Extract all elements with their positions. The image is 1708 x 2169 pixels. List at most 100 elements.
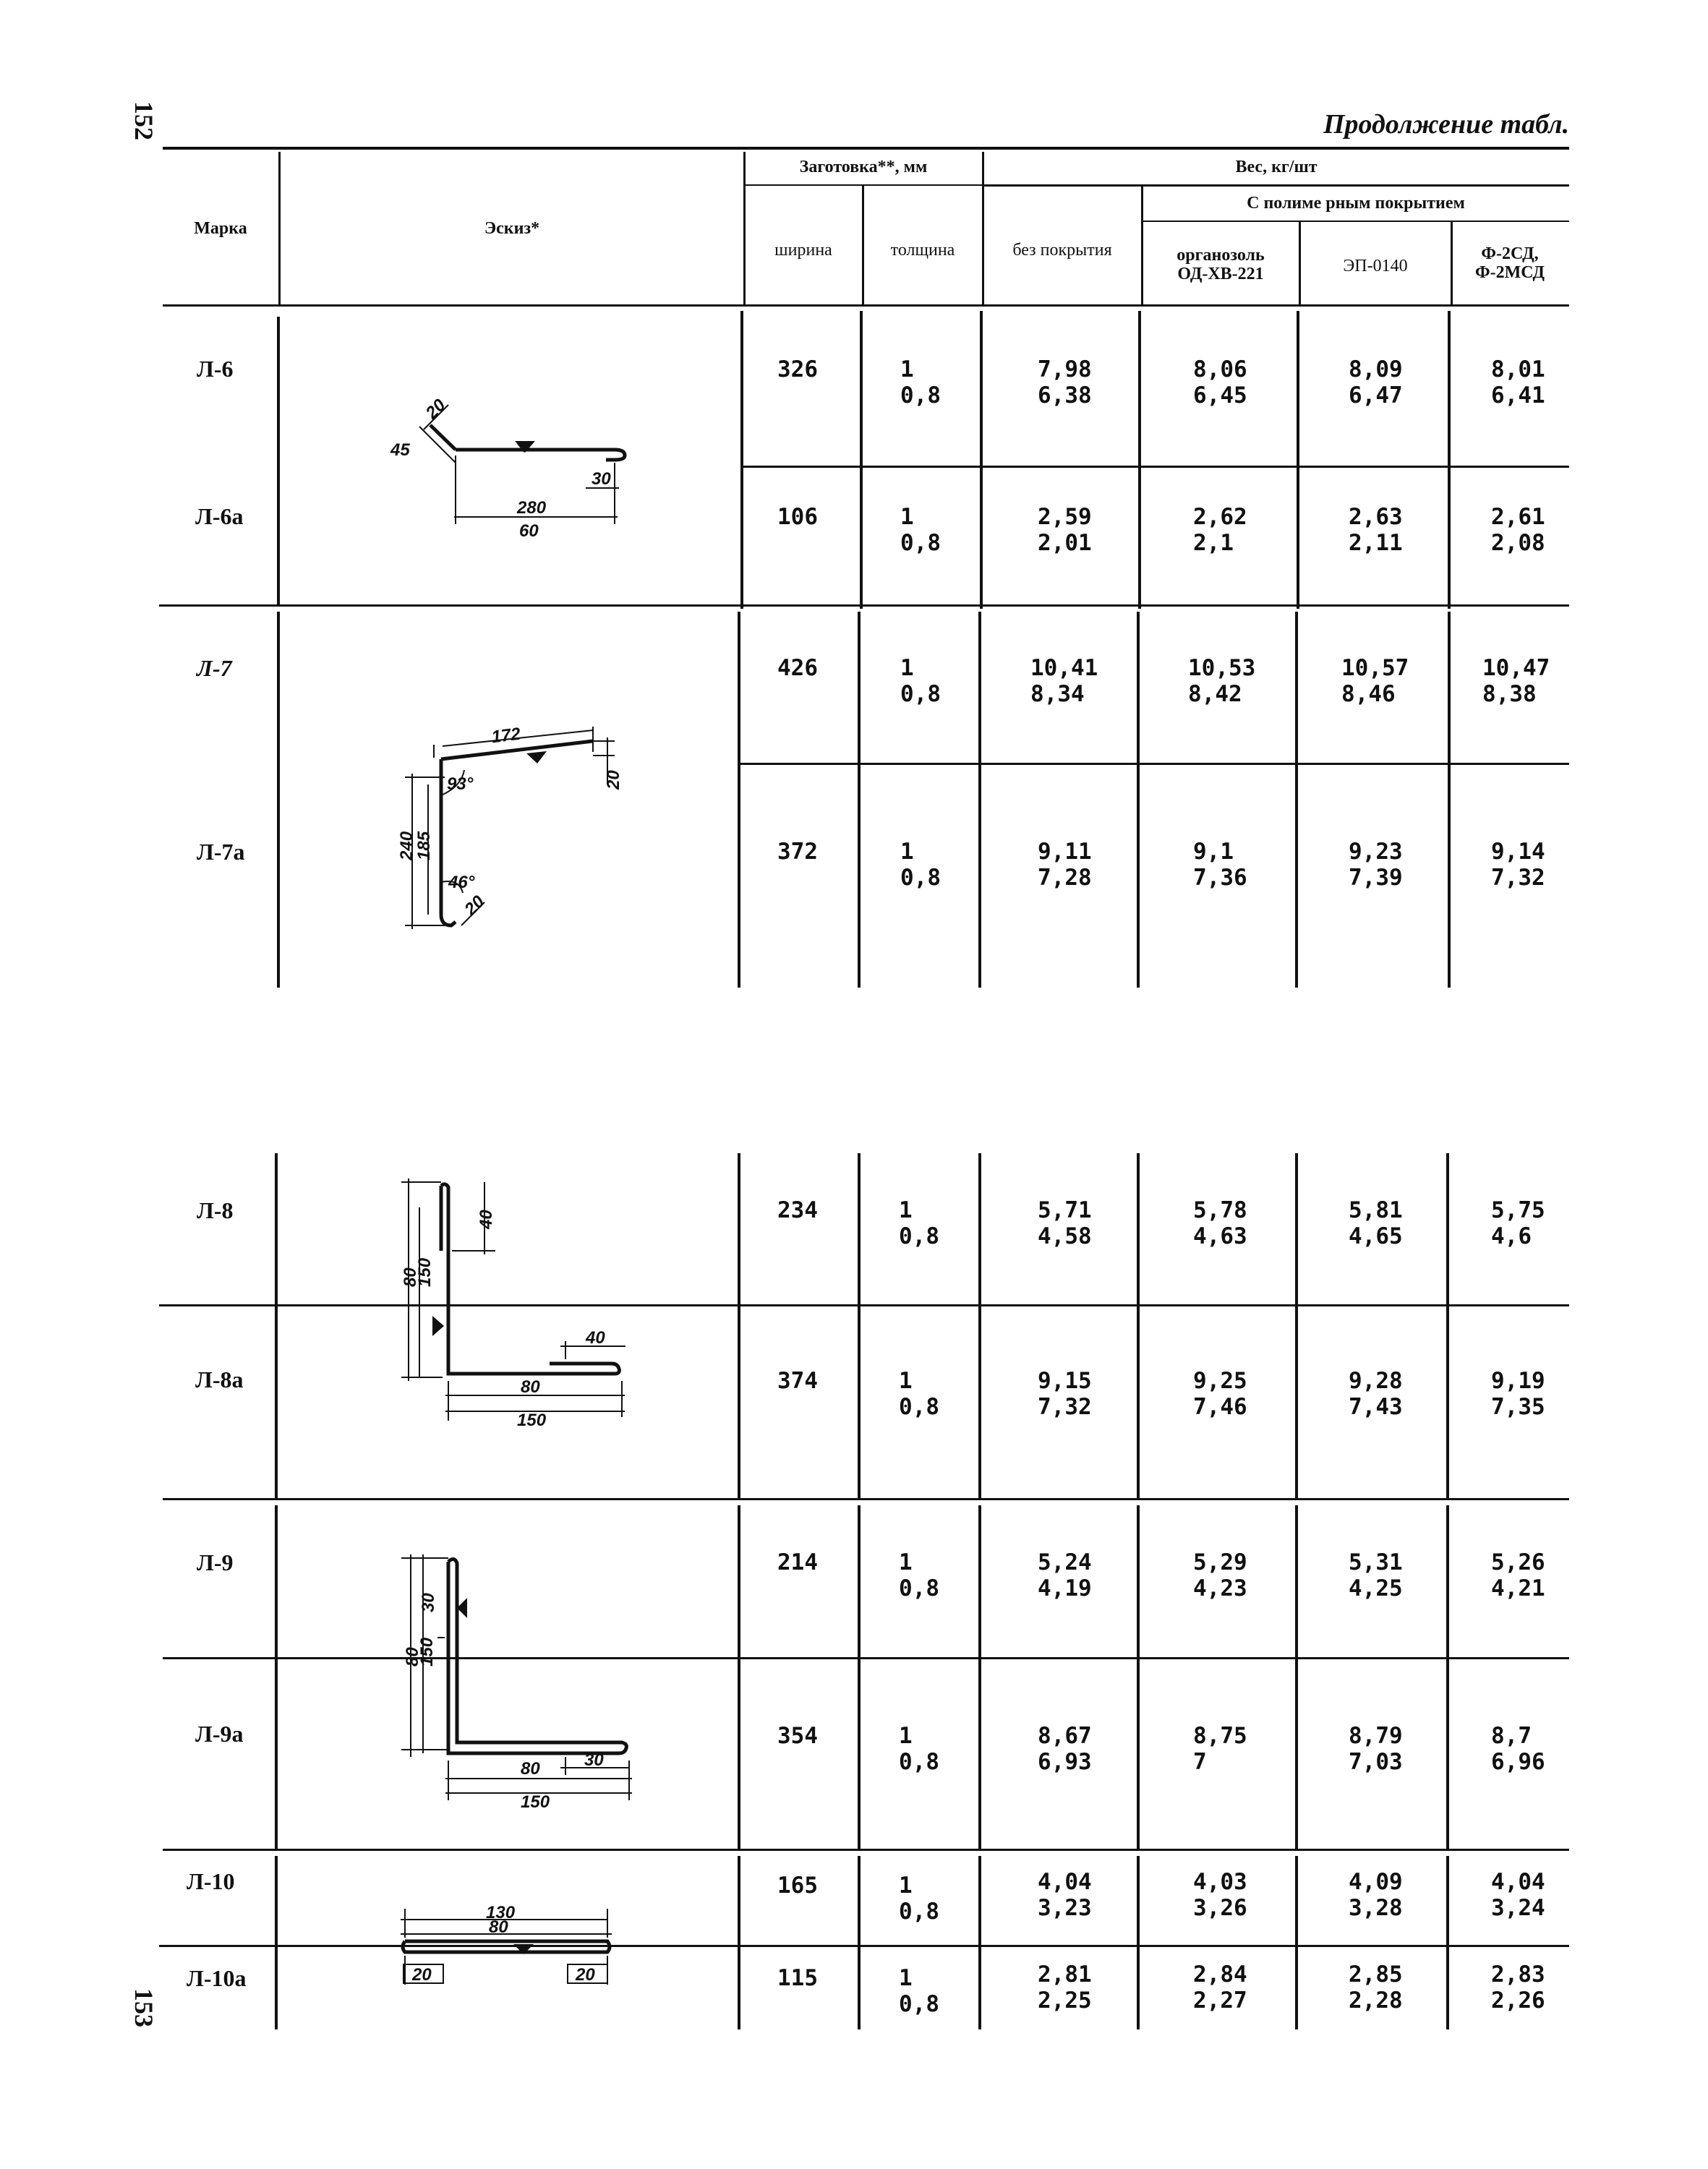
grid-h-b5-mid xyxy=(159,1945,1569,1947)
cell-od-2: 7,46 xyxy=(1193,1394,1247,1420)
header-bez-pokrytiya: без покрытия xyxy=(1012,241,1112,260)
header-vline-1 xyxy=(278,152,281,305)
cell-bare-1: 5,24 xyxy=(1038,1549,1092,1575)
cell-bare-1: 8,67 xyxy=(1038,1723,1092,1749)
cell-od-2: 3,26 xyxy=(1193,1895,1247,1921)
row-mark: Л-9а xyxy=(195,1721,244,1747)
cell-bare-2: 4,58 xyxy=(1038,1223,1092,1249)
header-rule-ves xyxy=(983,184,1569,187)
cell-bare-1: 4,04 xyxy=(1038,1869,1092,1895)
header-tolshchina: толщина xyxy=(890,241,955,260)
dim-text: 93° xyxy=(447,774,474,794)
header-rule-polymer xyxy=(1143,221,1569,222)
cell-thickness-1: 1 xyxy=(899,1965,913,1991)
grid-v-b4-7 xyxy=(1446,1505,1449,1851)
continuation-title: Продолжение табл. xyxy=(1323,109,1570,140)
dim-text: 80 xyxy=(401,1267,420,1287)
grid-v-b2-4 xyxy=(978,612,981,988)
header-ves: Вес, кг/шт xyxy=(1235,158,1318,176)
cell-thickness-1: 1 xyxy=(899,1368,913,1394)
dim-text: 20 xyxy=(461,891,489,920)
grid-v-b5-2 xyxy=(738,1856,740,2029)
cell-od-1: 8,06 xyxy=(1193,356,1247,382)
cell-bare-2: 6,38 xyxy=(1038,382,1092,408)
cell-bare-1: 5,71 xyxy=(1038,1197,1092,1223)
grid-v-b4-5 xyxy=(1137,1505,1140,1851)
cell-ep-1: 2,63 xyxy=(1349,504,1403,530)
header-f: Ф-2СД, Ф-2МСД xyxy=(1452,244,1568,282)
cell-bare-2: 8,34 xyxy=(1030,681,1085,707)
grid-v-b2-6 xyxy=(1295,612,1298,988)
cell-thickness-2: 0,8 xyxy=(900,382,941,408)
cell-thickness-2: 0,8 xyxy=(900,865,941,891)
row-mark: Л-7 xyxy=(197,655,232,681)
dim-text: 20 xyxy=(604,770,623,790)
dim-text: 150 xyxy=(415,1257,435,1287)
cell-f-2: 6,41 xyxy=(1491,382,1545,408)
cell-f-1: 4,04 xyxy=(1491,1869,1545,1895)
cell-ep-2: 2,28 xyxy=(1349,1988,1403,2014)
cell-ep-1: 2,85 xyxy=(1349,1961,1403,1988)
cell-f-1: 9,14 xyxy=(1491,839,1545,865)
cell-ep-1: 4,09 xyxy=(1349,1869,1403,1895)
cell-width: 426 xyxy=(777,655,818,681)
cell-thickness-2: 0,8 xyxy=(900,530,941,556)
table-top-rule xyxy=(163,147,1569,150)
cell-bare-2: 6,93 xyxy=(1038,1749,1092,1775)
cell-thickness-1: 1 xyxy=(899,1873,913,1899)
sketch-l8: 40 80 150 40 80 150 xyxy=(376,1178,651,1432)
dim-text: 80 xyxy=(521,1377,540,1397)
grid-v-b5-1 xyxy=(275,1856,278,2029)
grid-v-b4-6 xyxy=(1295,1505,1298,1851)
grid-v-b2-3 xyxy=(858,612,861,988)
cell-ep-2: 6,47 xyxy=(1349,382,1403,408)
header-marka: Марка xyxy=(194,219,247,238)
header-vline-2 xyxy=(743,152,746,305)
cell-od-1: 2,84 xyxy=(1193,1961,1247,1988)
dim-text: 80 xyxy=(403,1647,422,1667)
sketch-l10-svg: 130 80 20 20 xyxy=(401,1903,612,1985)
grid-v-b2-2 xyxy=(738,612,740,988)
row-mark: Л-10 xyxy=(187,1868,235,1894)
sketch-l6: 20 45 30 280 60 xyxy=(376,383,636,542)
grid-v-b2-7 xyxy=(1448,612,1451,988)
sketch-l7-svg: 172 20 93° 240 185 46° 20 xyxy=(397,724,623,929)
sketch-l9: 30 80 150 80 30 150 xyxy=(376,1554,651,1812)
cell-od-1: 9,1 xyxy=(1193,839,1234,865)
cell-ep-2: 8,46 xyxy=(1341,681,1396,707)
cell-f-1: 8,7 xyxy=(1491,1723,1532,1749)
header-vline-7 xyxy=(1451,222,1453,305)
header-ep: ЭП-0140 xyxy=(1343,257,1408,275)
cell-ep-2: 7,43 xyxy=(1349,1394,1403,1420)
grid-v-b1-6 xyxy=(1297,311,1299,609)
cell-width: 326 xyxy=(777,356,818,382)
cell-f-1: 10,47 xyxy=(1482,655,1550,681)
cell-bare-1: 7,98 xyxy=(1038,356,1092,382)
cell-ep-2: 7,03 xyxy=(1349,1749,1403,1775)
page-number-top: 152 xyxy=(129,101,158,140)
cell-ep-1: 5,31 xyxy=(1349,1549,1403,1575)
dim-text: 240 xyxy=(397,831,417,861)
cell-ep-2: 4,65 xyxy=(1349,1223,1403,1249)
